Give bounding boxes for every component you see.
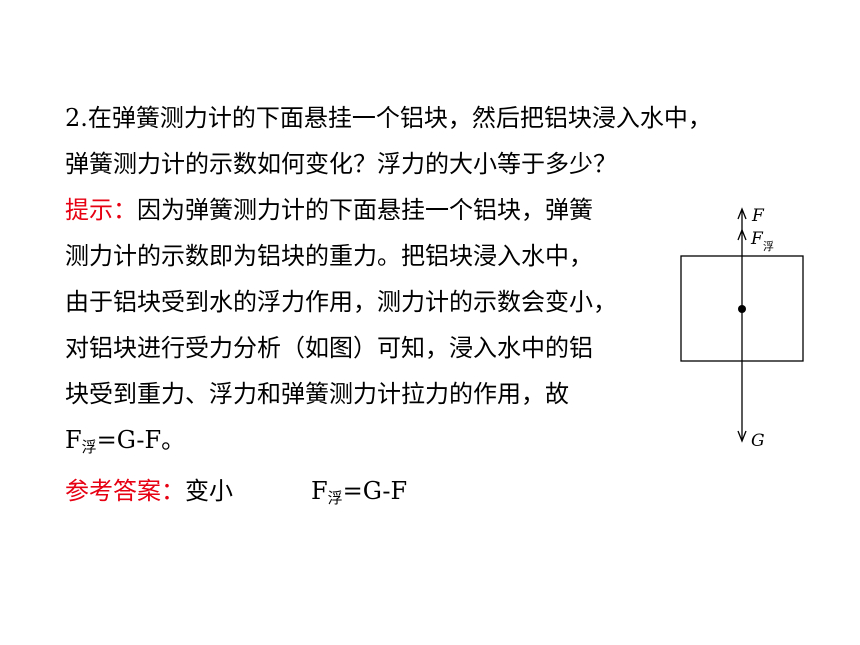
hint-line-5: 块受到重力、浮力和弹簧测力计拉力的作用，故 bbox=[65, 380, 569, 408]
pull-arrow-head bbox=[737, 207, 747, 220]
answer-value-1: 变小 bbox=[185, 477, 233, 505]
hint-line-3: 由于铝块受到水的浮力作用，测力计的示数会变小， bbox=[65, 288, 617, 316]
answer-formula-rest: =G-F bbox=[342, 477, 408, 505]
gravity-label: G bbox=[751, 431, 765, 451]
answer-label: 参考答案： bbox=[65, 477, 185, 505]
hint-formula-sub: 浮 bbox=[81, 438, 97, 456]
hint-label: 提示： bbox=[65, 196, 137, 224]
hint-text-1: 因为弹簧测力计的下面悬挂一个铝块，弹簧 bbox=[137, 196, 593, 224]
hint-formula-f: F bbox=[65, 426, 82, 454]
buoyancy-label: F bbox=[750, 229, 764, 249]
hint-line-4: 对铝块进行受力分析（如图）可知，浸入水中的铝 bbox=[65, 334, 593, 362]
answer-formula-f: F bbox=[311, 477, 328, 505]
answer-formula-sub: 浮 bbox=[327, 489, 343, 507]
pull-force-label: F bbox=[751, 206, 765, 226]
center-point bbox=[738, 305, 746, 313]
hint-line-1: 提示：因为弹簧测力计的下面悬挂一个铝块，弹簧 bbox=[65, 195, 593, 225]
gravity-arrow-head bbox=[737, 430, 747, 443]
answer: 参考答案：变小 F浮=G-F bbox=[65, 476, 407, 509]
question-line-1: 2.在弹簧测力计的下面悬挂一个铝块，然后把铝块浸入水中， bbox=[65, 104, 712, 132]
question-line-2: 弹簧测力计的示数如何变化？浮力的大小等于多少？ bbox=[65, 150, 617, 178]
hint-formula: F浮=G-F。 bbox=[65, 425, 185, 458]
hint-formula-rest: =G-F。 bbox=[96, 426, 186, 454]
force-diagram: F F 浮 G bbox=[680, 206, 804, 451]
buoyancy-label-sub: 浮 bbox=[763, 240, 774, 253]
hint-line-2: 测力计的示数即为铝块的重力。把铝块浸入水中， bbox=[65, 242, 593, 270]
buoyancy-arrow-head bbox=[737, 228, 747, 241]
